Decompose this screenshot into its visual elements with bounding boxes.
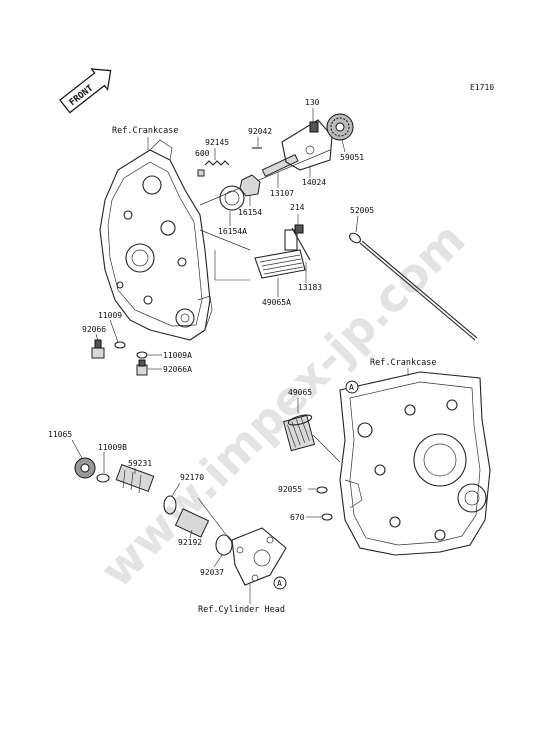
part-13107: 13107 [270, 189, 294, 198]
part-92145: 92145 [205, 138, 229, 147]
part-92066: 92066 [82, 325, 106, 334]
callout-a-top: A [345, 380, 359, 394]
part-130: 130 [305, 98, 320, 107]
svg-text:A: A [349, 383, 354, 392]
diagram-code: E1710 [470, 83, 494, 92]
part-49065A: 49065A [262, 298, 291, 307]
ref-crankcase-top: Ref.Crankcase [112, 126, 179, 136]
oil-filter [282, 414, 316, 452]
breather-group [74, 457, 287, 586]
part-600: 600 [195, 149, 210, 158]
right-crankcase-drawing [339, 371, 491, 556]
callout-a-bottom: A [273, 576, 287, 590]
ref-cylinder-head: Ref.Cylinder Head [198, 605, 285, 615]
part-16154A: 16154A [218, 227, 247, 236]
oil-screen [199, 224, 311, 279]
part-14024: 14024 [302, 178, 326, 187]
part-670: 670 [290, 513, 305, 522]
part-59051: 59051 [340, 153, 364, 162]
drain-plugs [91, 339, 148, 376]
o-rings [316, 486, 333, 521]
part-92170: 92170 [180, 473, 204, 482]
svg-text:A: A [277, 579, 282, 588]
part-49065: 49065 [288, 388, 312, 397]
part-11009: 11009 [98, 311, 122, 320]
part-13183: 13183 [298, 283, 322, 292]
part-11065: 11065 [48, 430, 72, 439]
part-11009B: 11009B [98, 443, 127, 452]
part-92192: 92192 [178, 538, 202, 547]
part-92037: 92037 [200, 568, 224, 577]
left-crankcase-drawing [99, 139, 213, 341]
part-52005: 52005 [350, 206, 374, 215]
oil-pump-group [197, 113, 354, 211]
part-16154: 16154 [238, 208, 262, 217]
front-arrow-icon: FRONT [59, 68, 112, 114]
part-92042: 92042 [248, 127, 272, 136]
part-59231: 59231 [128, 459, 152, 468]
part-11009A: 11009A [163, 351, 192, 360]
part-214: 214 [290, 203, 305, 212]
dipstick [349, 232, 478, 341]
ref-crankcase-right: Ref.Crankcase [370, 358, 437, 368]
part-92055: 92055 [278, 485, 302, 494]
part-92066A: 92066A [163, 365, 192, 374]
